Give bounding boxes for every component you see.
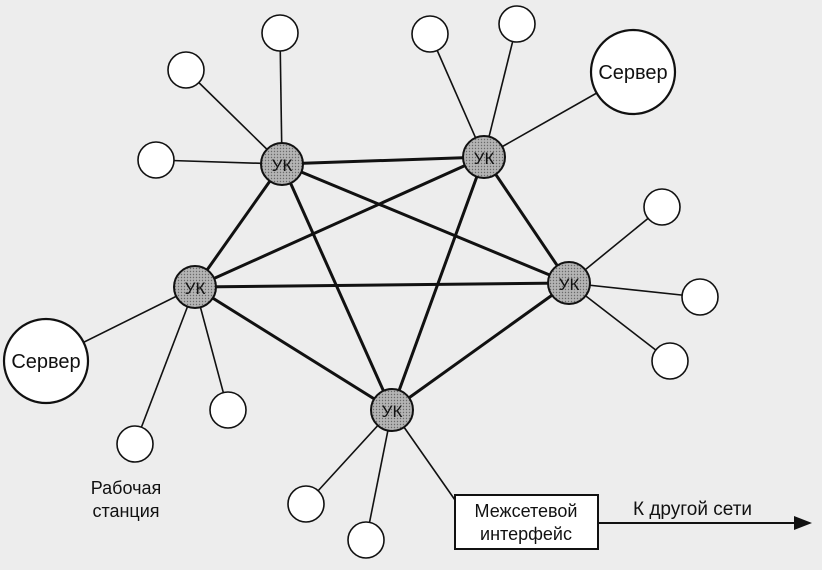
hub-node: УК — [462, 135, 506, 179]
server-top-right: Сервер — [589, 28, 677, 116]
hub-node: УК — [173, 265, 217, 309]
link-hub1-hub2 — [281, 155, 485, 166]
workstation-node — [681, 278, 719, 316]
server-left: Сервер — [2, 317, 90, 405]
hub-node: УК — [547, 261, 591, 305]
hub-node: УК — [260, 142, 304, 186]
external-network-label: К другой сети — [633, 499, 752, 520]
server-label: Сервер — [11, 351, 80, 373]
hubs: УК УК УК УК УК — [173, 135, 591, 432]
hub-label: УК — [185, 279, 206, 298]
external-link-arrow — [598, 516, 812, 530]
hub-label: УК — [474, 149, 495, 168]
workstation-node — [498, 5, 536, 43]
workstation-node — [347, 521, 385, 559]
link-hub1-hub5 — [280, 163, 394, 411]
svg-text:Межсетевой: Межсетевой — [475, 501, 578, 521]
link-hub1-hub4 — [281, 162, 570, 285]
svg-text:интерфейс: интерфейс — [480, 524, 572, 544]
link-hub3-hub4 — [194, 281, 570, 289]
workstation-node — [116, 425, 154, 463]
hub-node: УК — [370, 388, 414, 432]
workstation-node — [137, 141, 175, 179]
workstation-node — [287, 485, 325, 523]
svg-text:Рабочая: Рабочая — [91, 478, 161, 498]
link-hub4-hub5 — [391, 281, 570, 412]
workstation-node — [643, 188, 681, 226]
link-hub3-hub5 — [194, 285, 393, 412]
workstation-node — [209, 391, 247, 429]
hub-links — [193, 155, 571, 412]
workstations — [116, 5, 719, 559]
link-hub1-hub3 — [193, 163, 284, 288]
gateway-box: Межсетевой интерфейс — [454, 494, 599, 550]
link-hub2-hub4 — [482, 156, 571, 284]
hub-label: УК — [272, 156, 293, 175]
workstation-caption: Рабочая станция — [91, 478, 161, 521]
hub-label: УК — [559, 275, 580, 294]
workstation-node — [261, 14, 299, 52]
server-label: Сервер — [598, 62, 667, 84]
workstation-node — [651, 342, 689, 380]
workstation-node — [167, 51, 205, 89]
workstation-node — [411, 15, 449, 53]
hub-label: УК — [382, 402, 403, 421]
link-hub2-hub3 — [194, 155, 485, 289]
svg-text:станция: станция — [92, 501, 159, 521]
